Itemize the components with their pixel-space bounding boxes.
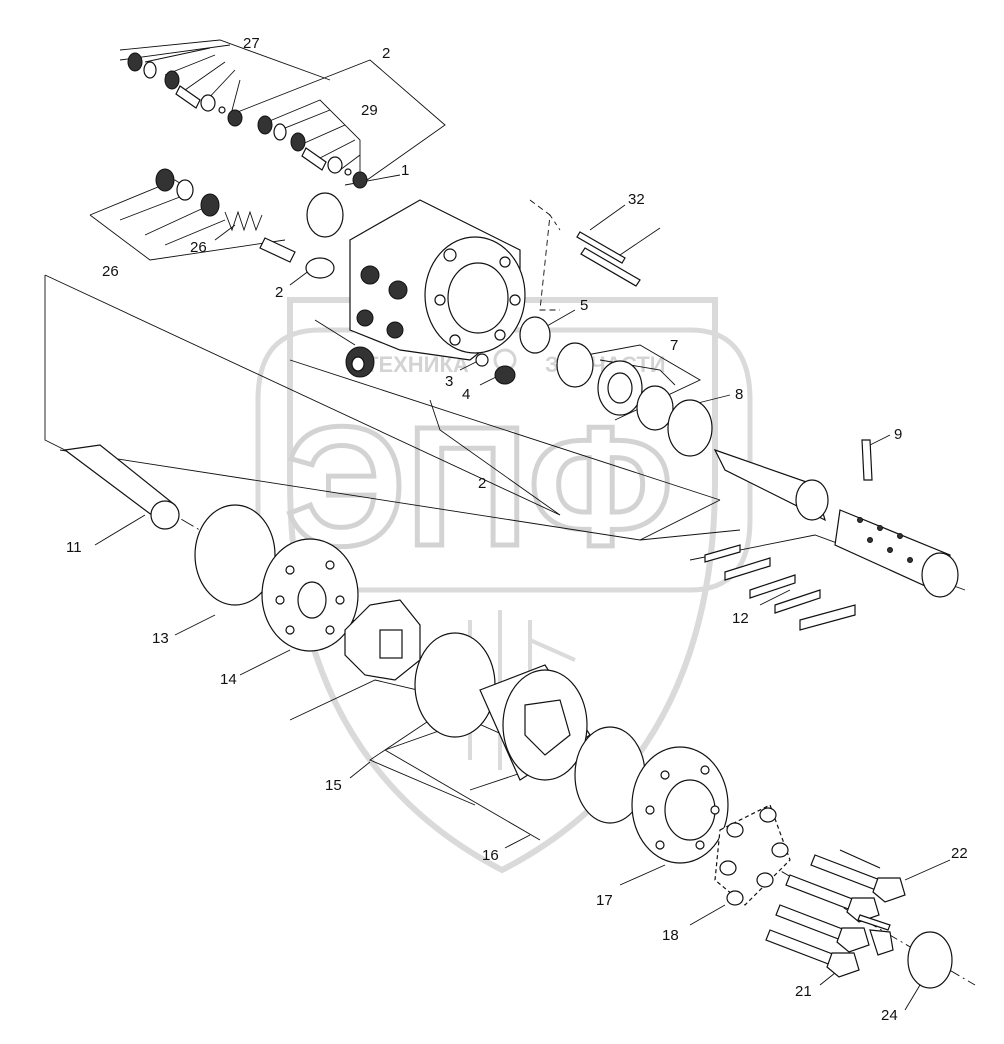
part-32-plug [345,346,375,378]
part-sleeve [834,509,959,598]
callout-20: 21 [795,983,812,1000]
part-15-o-ring [414,632,496,738]
part-4-seat [494,365,516,385]
callout-22: 24 [881,1007,898,1024]
callout-12: 12 [732,610,749,627]
callout-21: 22 [951,845,968,862]
callout-11: 11 [66,539,82,556]
callout-26-upper: 27 [243,35,260,52]
part-8-o-ring [667,399,713,457]
callout-14: 14 [220,671,237,688]
part-2-plunger [259,237,335,279]
callout-15: 15 [325,777,342,794]
callout-16: 16 [482,847,499,864]
callout-3: 3 [445,373,453,390]
part-22-cap [907,931,953,989]
callout-24: 26 [102,263,119,280]
callout-2-top: 2 [382,45,390,62]
callout-25: 26 [190,239,207,256]
callout-5: 5 [580,297,588,314]
callout-2-centre: 2 [478,475,486,492]
part-26-seal-stack-upper [127,52,243,127]
callout-7: 7 [670,337,678,354]
part-9-pin [861,439,873,481]
part-5-o-ring [519,316,551,354]
callout-1: 1 [401,162,409,179]
part-2-valve-housing [349,199,526,361]
part-7-bearing-group [556,342,674,431]
callout-18: 18 [662,927,679,944]
part-26-seal-stack-lower [257,115,368,189]
callout-8: 8 [735,386,743,403]
callout-26-lower: 29 [361,102,378,119]
part-14-spacer-plate [261,538,359,652]
part-16-gerotor-ring [479,664,591,781]
callout-4: 4 [462,386,470,403]
callout-labels: 27 2 29 1 32 26 26 2 5 7 3 4 8 9 2 11 12… [66,35,968,1024]
part-20-21-bolts [765,849,906,978]
part-18-washer-set [714,804,791,906]
part-1-o-ring [306,192,344,238]
part-spool [713,448,829,522]
part-17-end-cap [631,746,729,864]
callout-27: 32 [628,191,645,208]
part-15-gerotor-star [344,599,421,681]
part-24-relief-valve-group [155,168,220,217]
part-11-drive-shaft [63,444,180,530]
callout-9: 9 [894,426,902,443]
callout-2-left: 2 [275,284,283,301]
callout-17: 17 [596,892,613,909]
part-25-spring [224,210,263,232]
part-27-pin [576,231,626,264]
part-12-centering-springs [704,544,856,631]
callout-13: 13 [152,630,169,647]
part-29-pin [580,247,641,287]
part-13-o-ring [194,504,276,606]
part-3-ball [475,353,489,367]
